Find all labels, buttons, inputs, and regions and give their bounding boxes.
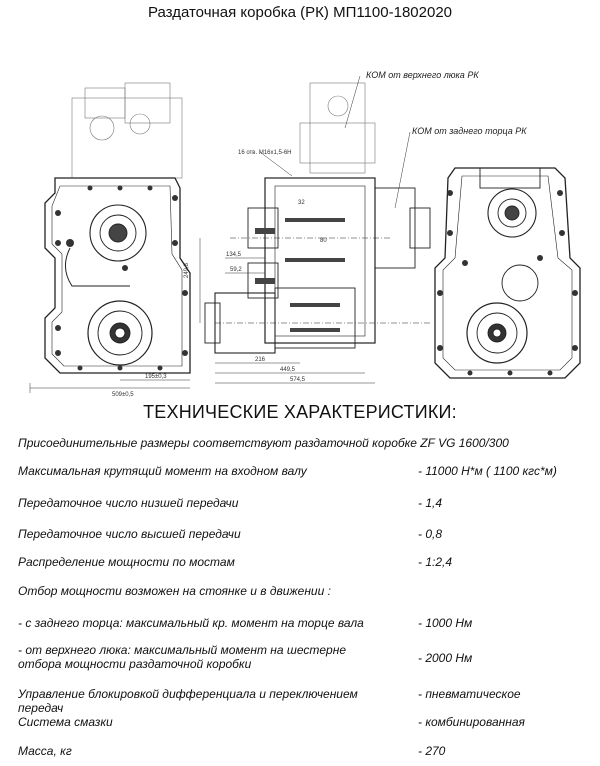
spec-value: - 270 bbox=[418, 744, 446, 758]
technical-drawing: 509±0,5 195±0,3 bbox=[29, 70, 581, 398]
side-view bbox=[199, 75, 431, 384]
callout-top-pto: КОМ от верхнего люка РК bbox=[366, 70, 479, 80]
spec-value: - 0,8 bbox=[418, 527, 443, 541]
spec-label: Система смазки bbox=[18, 715, 113, 729]
spec-label: Отбор мощности возможен на стоянке и в д… bbox=[18, 584, 331, 598]
dim-32: 32 bbox=[298, 200, 305, 206]
spec-label: Управление блокировкой дифференциала и п… bbox=[18, 687, 358, 715]
spec-value: - 1:2,4 bbox=[418, 555, 453, 569]
callout-bolt-holes: 16 отв. М16х1,5-6Н bbox=[238, 150, 292, 156]
dim-134: 134,5 bbox=[226, 252, 242, 258]
spec-value: - 11000 Н*м ( 1100 кгс*м) bbox=[418, 464, 557, 478]
front-view bbox=[29, 82, 191, 393]
rear-view bbox=[434, 167, 581, 379]
spec-value: - пневматическое bbox=[418, 687, 521, 701]
spec-value: - 1,4 bbox=[418, 496, 443, 510]
page-title: Раздаточная коробка (РК) МП1100-1802020 bbox=[147, 4, 452, 21]
dim-574: 574,5 bbox=[290, 377, 306, 383]
dim-width: 509±0,5 bbox=[112, 392, 134, 398]
spec-value: - комбинированная bbox=[418, 715, 525, 729]
spec-label: Передаточное число высшей передачи bbox=[18, 527, 241, 541]
callout-rear-pto: КОМ от заднего торца РК bbox=[412, 126, 527, 136]
dim-216: 216 bbox=[255, 357, 266, 363]
dim-59: 59,2 bbox=[230, 267, 242, 273]
dim-height: 249,8 bbox=[184, 262, 190, 278]
spec-label: Передаточное число низшей передачи bbox=[18, 496, 239, 510]
spec-label: Масса, кг bbox=[18, 744, 72, 758]
spec-label: - от верхнего люка: максимальный момент … bbox=[18, 643, 347, 671]
spec-label: Присоединительные размеры соответствуют … bbox=[18, 436, 509, 450]
dim-449: 449,5 bbox=[280, 367, 296, 373]
spec-label: Максимальная крутящий момент на входном … bbox=[18, 464, 307, 478]
spec-label: - с заднего торца: максимальный кр. моме… bbox=[18, 616, 364, 630]
spec-label: Распределение мощности по мостам bbox=[18, 555, 235, 569]
spec-value: - 1000 Нм bbox=[418, 616, 473, 630]
dim-80: 80 bbox=[320, 238, 327, 244]
spec-value: - 2000 Нм bbox=[418, 651, 473, 665]
dim-half-width: 195±0,3 bbox=[145, 374, 167, 380]
spec-heading: ТЕХНИЧЕСКИЕ ХАРАКТЕРИСТИКИ: bbox=[143, 402, 457, 422]
